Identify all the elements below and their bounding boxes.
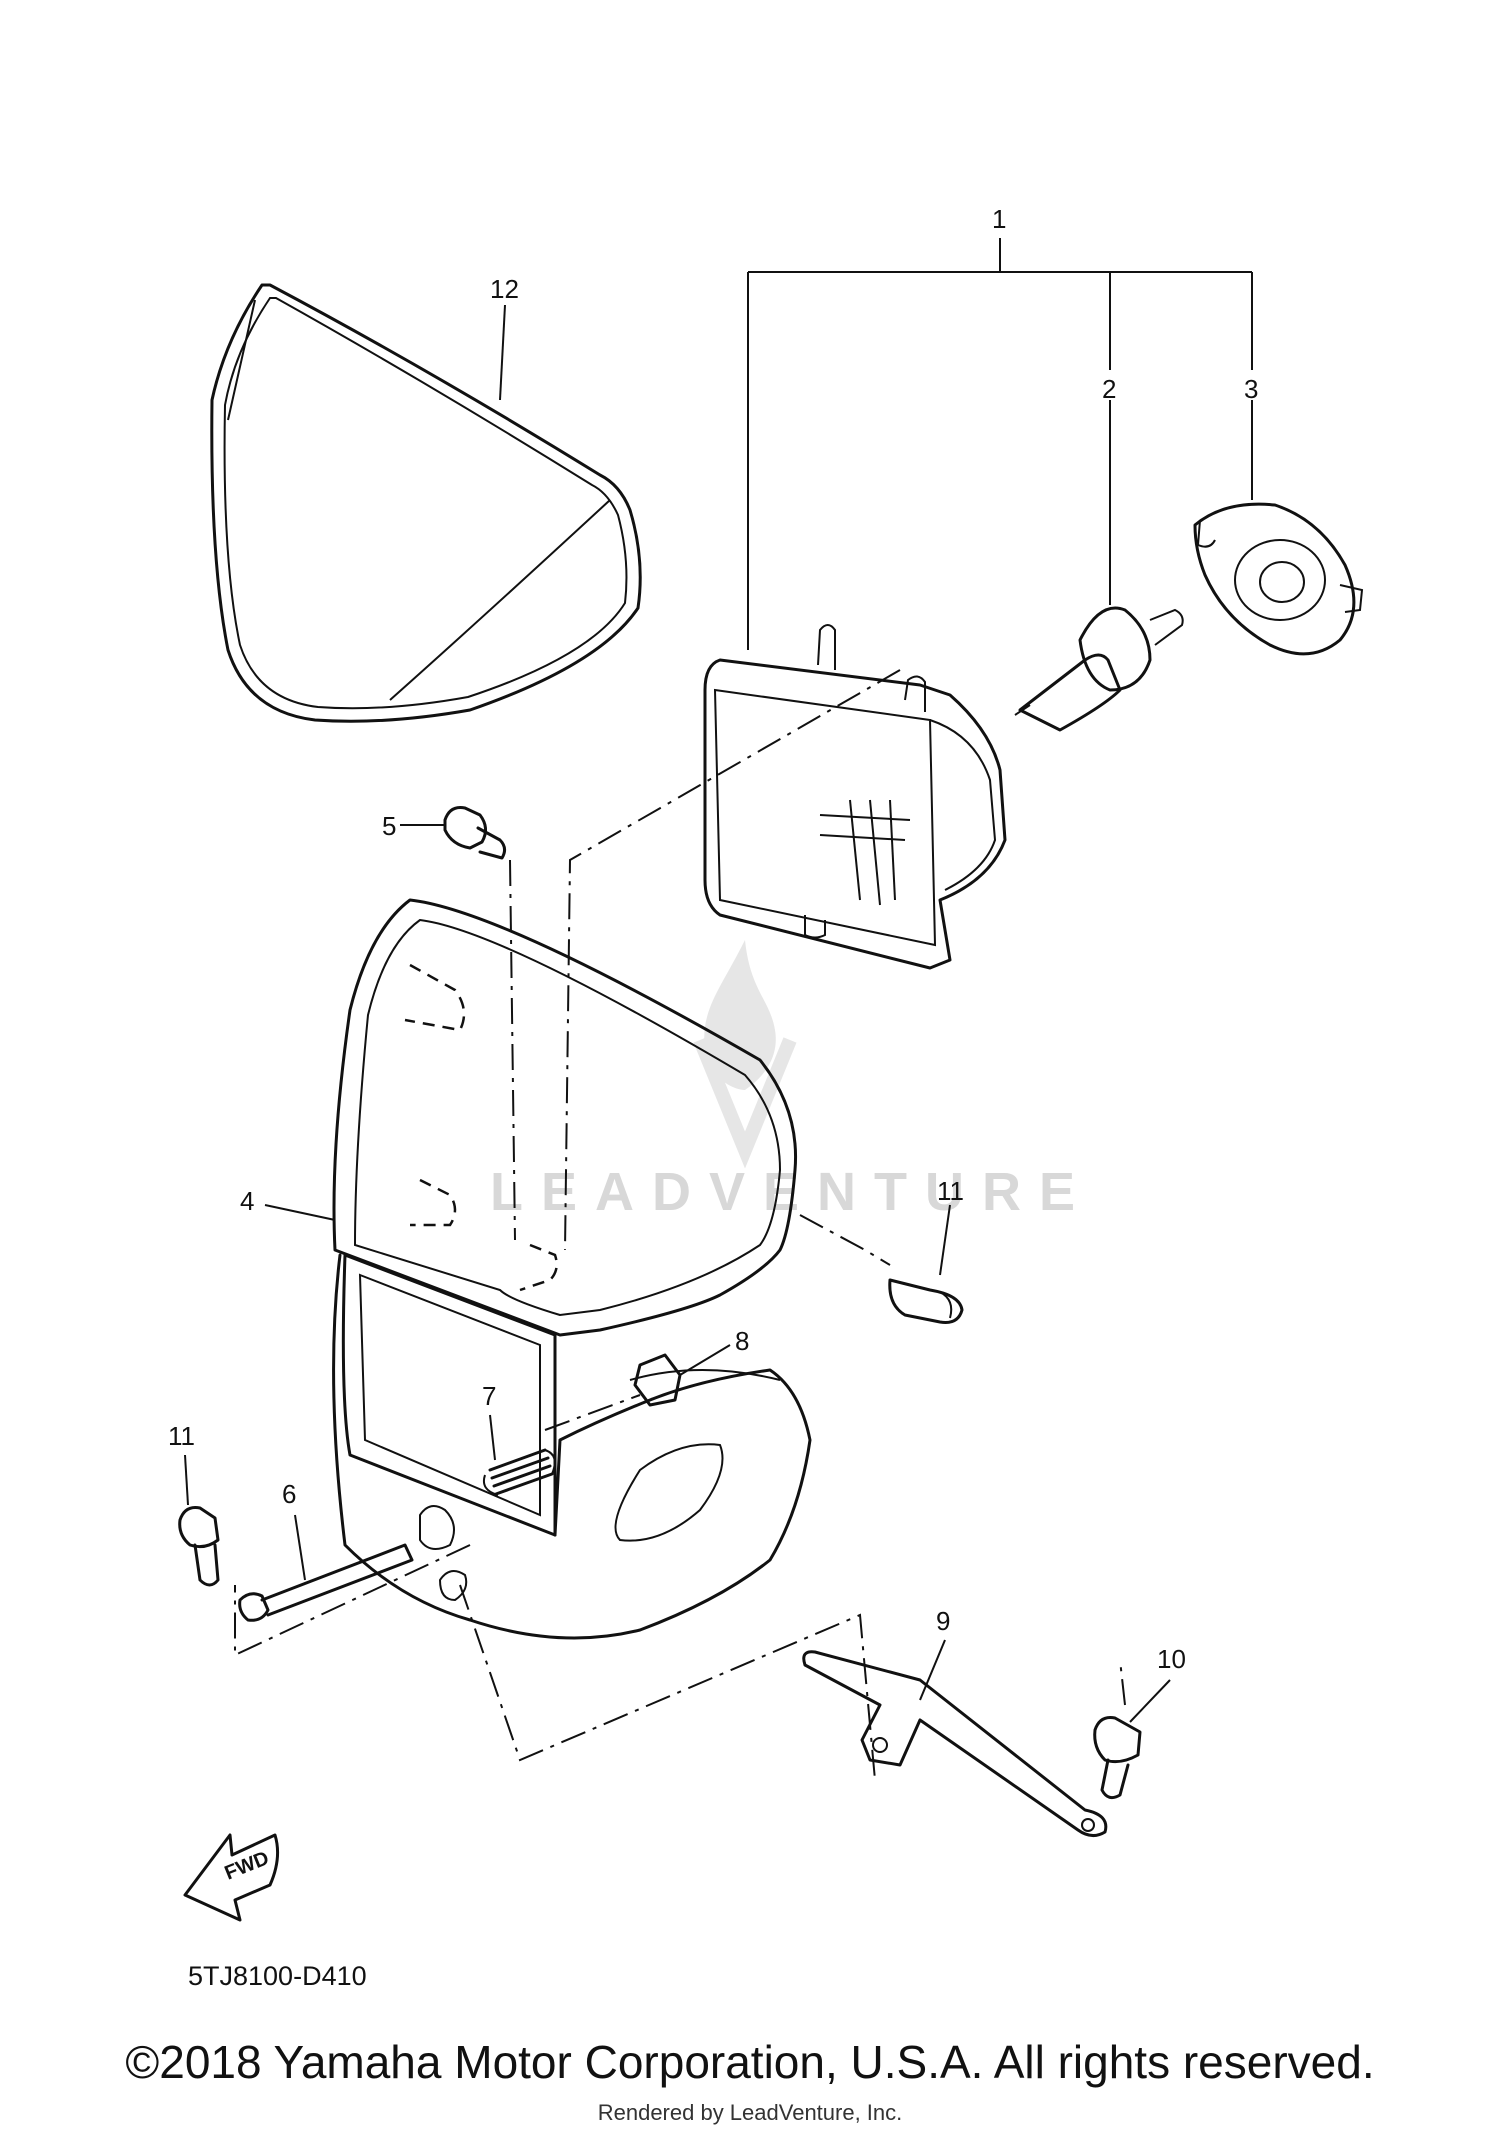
watermark-text: LEADVENTURE bbox=[490, 1162, 1093, 1222]
callout-4: 4 bbox=[240, 1186, 254, 1216]
callout-8: 8 bbox=[735, 1326, 749, 1356]
leadventure-watermark: LEADVENTURE bbox=[490, 940, 1093, 1222]
fwd-label: FWD bbox=[222, 1847, 272, 1884]
callout-7: 7 bbox=[482, 1381, 496, 1411]
long-bolt-part-6 bbox=[238, 1514, 414, 1622]
callout-6: 6 bbox=[282, 1479, 296, 1509]
visor-part-12 bbox=[210, 283, 642, 723]
callout-11-left: 11 bbox=[168, 1421, 195, 1451]
callout-10: 10 bbox=[1157, 1644, 1186, 1674]
callout-3: 3 bbox=[1244, 374, 1258, 404]
bolt-part-10 bbox=[1093, 1679, 1171, 1800]
stay-part-9 bbox=[802, 1639, 1108, 1837]
headlight-cowl-part-4 bbox=[264, 898, 812, 1640]
nut-part-8 bbox=[633, 1344, 731, 1407]
bulb-part-2 bbox=[1014, 606, 1184, 732]
assembly-bracket-1 bbox=[747, 238, 1253, 650]
headlight-unit-part-1 bbox=[703, 624, 1007, 970]
copyright-text: ©2018 Yamaha Motor Corporation, U.S.A. A… bbox=[125, 2036, 1375, 2088]
diagram-code: 5TJ8100-D410 bbox=[188, 1961, 367, 1991]
callout-1: 1 bbox=[992, 204, 1006, 234]
callout-9: 9 bbox=[936, 1606, 950, 1636]
spring-part-7 bbox=[482, 1414, 556, 1496]
callout-11-right: 11 bbox=[937, 1176, 964, 1206]
callout-12: 12 bbox=[490, 274, 519, 304]
rendered-by-text: Rendered by LeadVenture, Inc. bbox=[597, 2100, 903, 2125]
bolt-part-11-right bbox=[888, 1204, 964, 1324]
callout-5: 5 bbox=[382, 811, 396, 841]
socket-cover-part-3 bbox=[1193, 502, 1364, 656]
fwd-arrow-icon: FWD bbox=[183, 1833, 280, 1922]
bolt-part-11-left bbox=[178, 1454, 220, 1587]
bolt-part-5 bbox=[400, 806, 507, 860]
alignment-lines bbox=[234, 669, 1126, 1781]
callout-2: 2 bbox=[1102, 374, 1116, 404]
